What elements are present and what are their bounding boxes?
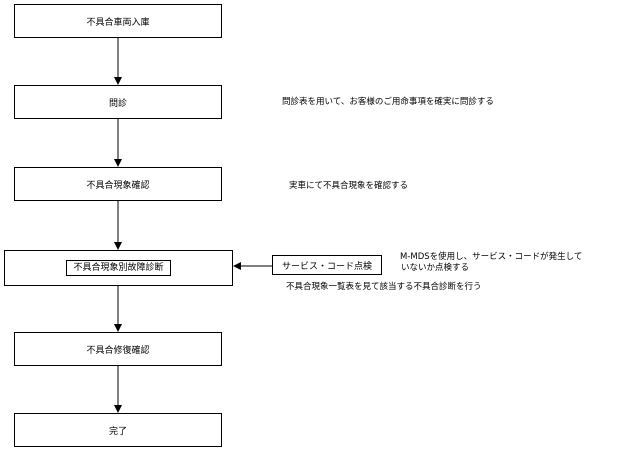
note-interview: 問診表を用いて、お客様のご用命事項を確実に問診する	[282, 97, 494, 107]
note-mmds: M-MDSを使用し、サービス・コードが発生して いないか点検する	[400, 252, 582, 274]
flow-box-complete: 完了	[14, 413, 222, 447]
side-box-label: サービス・コード点検	[281, 261, 372, 272]
flow-box-symptom-diagnosis: 不具合現象別故障診断	[4, 250, 233, 286]
flow-box-label: 問診	[108, 98, 127, 109]
note-symptom-check: 実車にて不具合現象を確認する	[289, 181, 409, 191]
flow-box-repair-confirmation: 不具合修復確認	[14, 332, 222, 366]
flow-box-label: 不具合現象確認	[86, 180, 150, 191]
note-mmds-line2: いないか点検する	[401, 263, 470, 273]
flow-box-label: 不具合修復確認	[86, 345, 150, 356]
flow-box-label-framed: 不具合現象別故障診断	[66, 260, 171, 276]
flow-box-interview: 問診	[14, 85, 222, 119]
flow-box-vehicle-intake: 不具合車両入庫	[14, 4, 222, 38]
note-mmds-line1: M-MDSを使用し、サービス・コードが発生して	[400, 252, 583, 262]
flow-box-symptom-confirmation: 不具合現象確認	[14, 167, 222, 201]
flow-box-label: 不具合車両入庫	[86, 17, 150, 28]
side-box-service-code-check: サービス・コード点検	[272, 255, 382, 275]
flow-box-label: 完了	[108, 426, 127, 437]
note-diagnosis: 不具合現象一覧表を見て該当する不具合診断を行う	[286, 282, 482, 292]
